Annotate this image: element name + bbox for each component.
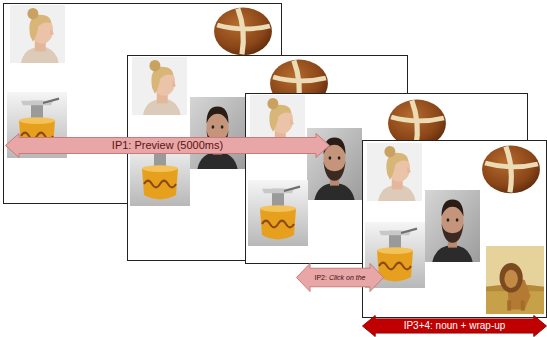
double-arrow-band: IP1: Preview (5000ms) xyxy=(5,133,330,158)
double-arrow-band: IP2:Click on the xyxy=(296,263,384,292)
arrow-text-row: IP1: Preview (5000ms) xyxy=(5,133,330,158)
double-arrow-band: IP3+4: noun + wrap-up xyxy=(362,315,547,337)
screen-frame-4 xyxy=(363,141,547,318)
interval-label: Click on the xyxy=(329,274,366,281)
arrow-text-row: IP3+4: noun + wrap-up xyxy=(362,315,547,337)
interval-label: IP3+4: noun + wrap-up xyxy=(404,321,506,331)
interval-label: IP1: Preview (5000ms) xyxy=(112,140,223,151)
interval-label: IP2: xyxy=(314,274,326,281)
arrow-text-row: IP2:Click on the xyxy=(296,263,384,292)
